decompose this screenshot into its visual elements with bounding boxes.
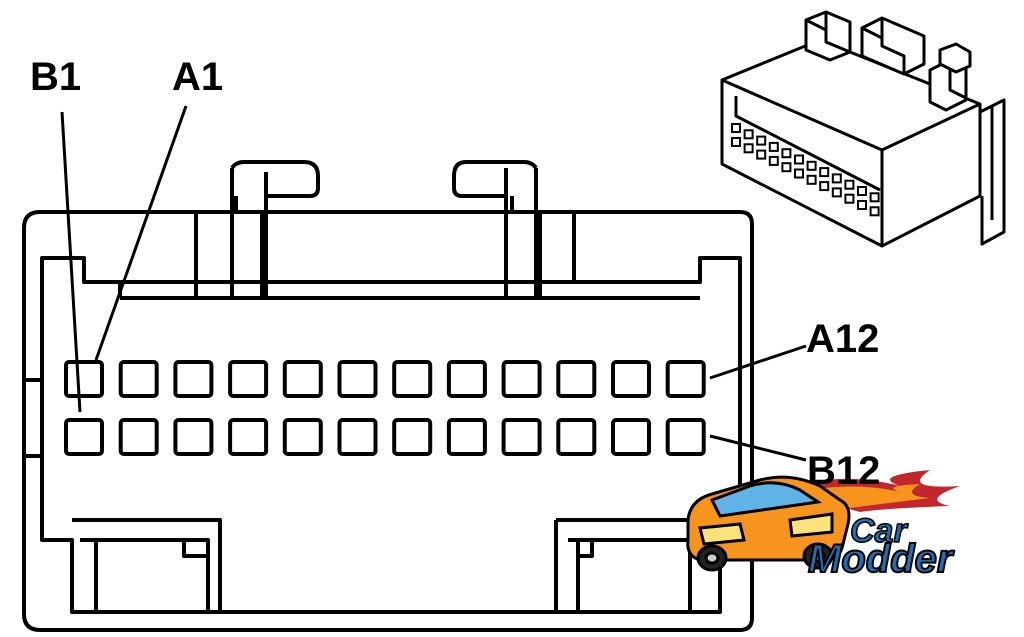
- iso-pin-cavity: [819, 167, 830, 178]
- iso-pin-cavity: [768, 141, 779, 152]
- leader-line-b12: [709, 434, 807, 462]
- b-pin-cavity-11: [611, 418, 651, 456]
- iso-pin-cavity: [844, 179, 855, 190]
- leader-line-b1: [60, 111, 82, 413]
- a-pin-cavity-11: [611, 360, 651, 398]
- iso-pin-cavity: [794, 154, 804, 165]
- pin-label-b12: B12: [807, 449, 881, 493]
- iso-pin-cavity: [844, 193, 855, 204]
- a-pin-cavity-8: [446, 360, 487, 398]
- pin-row-a: [64, 360, 706, 398]
- cartoon-car-icon: [686, 475, 851, 572]
- a-pin-cavity-2: [118, 360, 159, 398]
- iso-pin-cavity: [869, 206, 880, 217]
- iso-pin-cavity: [831, 187, 842, 198]
- pin-label-a1: A1: [172, 55, 224, 99]
- iso-pin-cavity: [756, 149, 767, 160]
- b-pin-cavity-4: [228, 418, 269, 456]
- iso-pin-cavity: [857, 200, 867, 210]
- a-pin-cavity-10: [556, 360, 597, 398]
- iso-pin-cavity: [806, 160, 817, 171]
- iso-pin-cavity: [768, 155, 779, 166]
- iso-pin-cavity: [794, 168, 804, 179]
- iso-pin-cavity: [781, 162, 792, 173]
- iso-pin-cavity: [806, 174, 817, 185]
- iso-pin-cavity: [731, 137, 741, 147]
- iso-pin-cavity: [819, 181, 830, 192]
- iso-pin-cavity: [857, 186, 867, 196]
- b-pin-cavity-3: [173, 418, 214, 456]
- b-pin-cavity-1: [64, 418, 104, 456]
- b-pin-cavity-8: [446, 418, 487, 456]
- iso-pin-cavity: [781, 148, 792, 159]
- b-pin-cavity-12: [665, 418, 706, 456]
- a-pin-cavity-7: [392, 360, 433, 398]
- leader-line-a1: [94, 105, 188, 361]
- a-pin-cavity-1: [64, 360, 104, 398]
- iso-pin-cavity: [756, 135, 767, 146]
- logo-text-modder: Modder: [808, 537, 955, 581]
- b-pin-cavity-6: [337, 418, 378, 456]
- b-pin-cavity-5: [282, 418, 323, 456]
- a-pin-cavity-12: [665, 360, 706, 398]
- b-pin-cavity-2: [118, 418, 159, 456]
- logo-text-car: Car: [850, 512, 908, 550]
- leader-line-a12: [709, 344, 807, 380]
- b-pin-cavity-10: [556, 418, 597, 456]
- leader-lines: [60, 105, 807, 462]
- iso-pin-cavity: [731, 123, 741, 133]
- a-pin-cavity-5: [282, 360, 323, 398]
- a-pin-cavity-9: [501, 360, 542, 398]
- iso-pin-cavity: [869, 192, 880, 203]
- a-pin-cavity-6: [337, 360, 378, 398]
- iso-pin-grid: [731, 123, 880, 217]
- pin-label-b1: B1: [30, 55, 82, 99]
- iso-pin-cavity: [743, 129, 754, 140]
- pin-row-b: [64, 418, 706, 456]
- iso-pin-cavity: [831, 173, 842, 184]
- a-pin-cavity-3: [173, 360, 214, 398]
- connector-iso-view: [720, 10, 1006, 248]
- connector-housing: [22, 160, 754, 632]
- iso-pin-cavity: [743, 143, 754, 154]
- pin-label-a12: A12: [806, 317, 880, 361]
- carmodder-logo: Car Modder: [686, 470, 960, 582]
- a-pin-cavity-4: [228, 360, 269, 398]
- b-pin-cavity-9: [501, 418, 542, 456]
- b-pin-cavity-7: [392, 418, 433, 456]
